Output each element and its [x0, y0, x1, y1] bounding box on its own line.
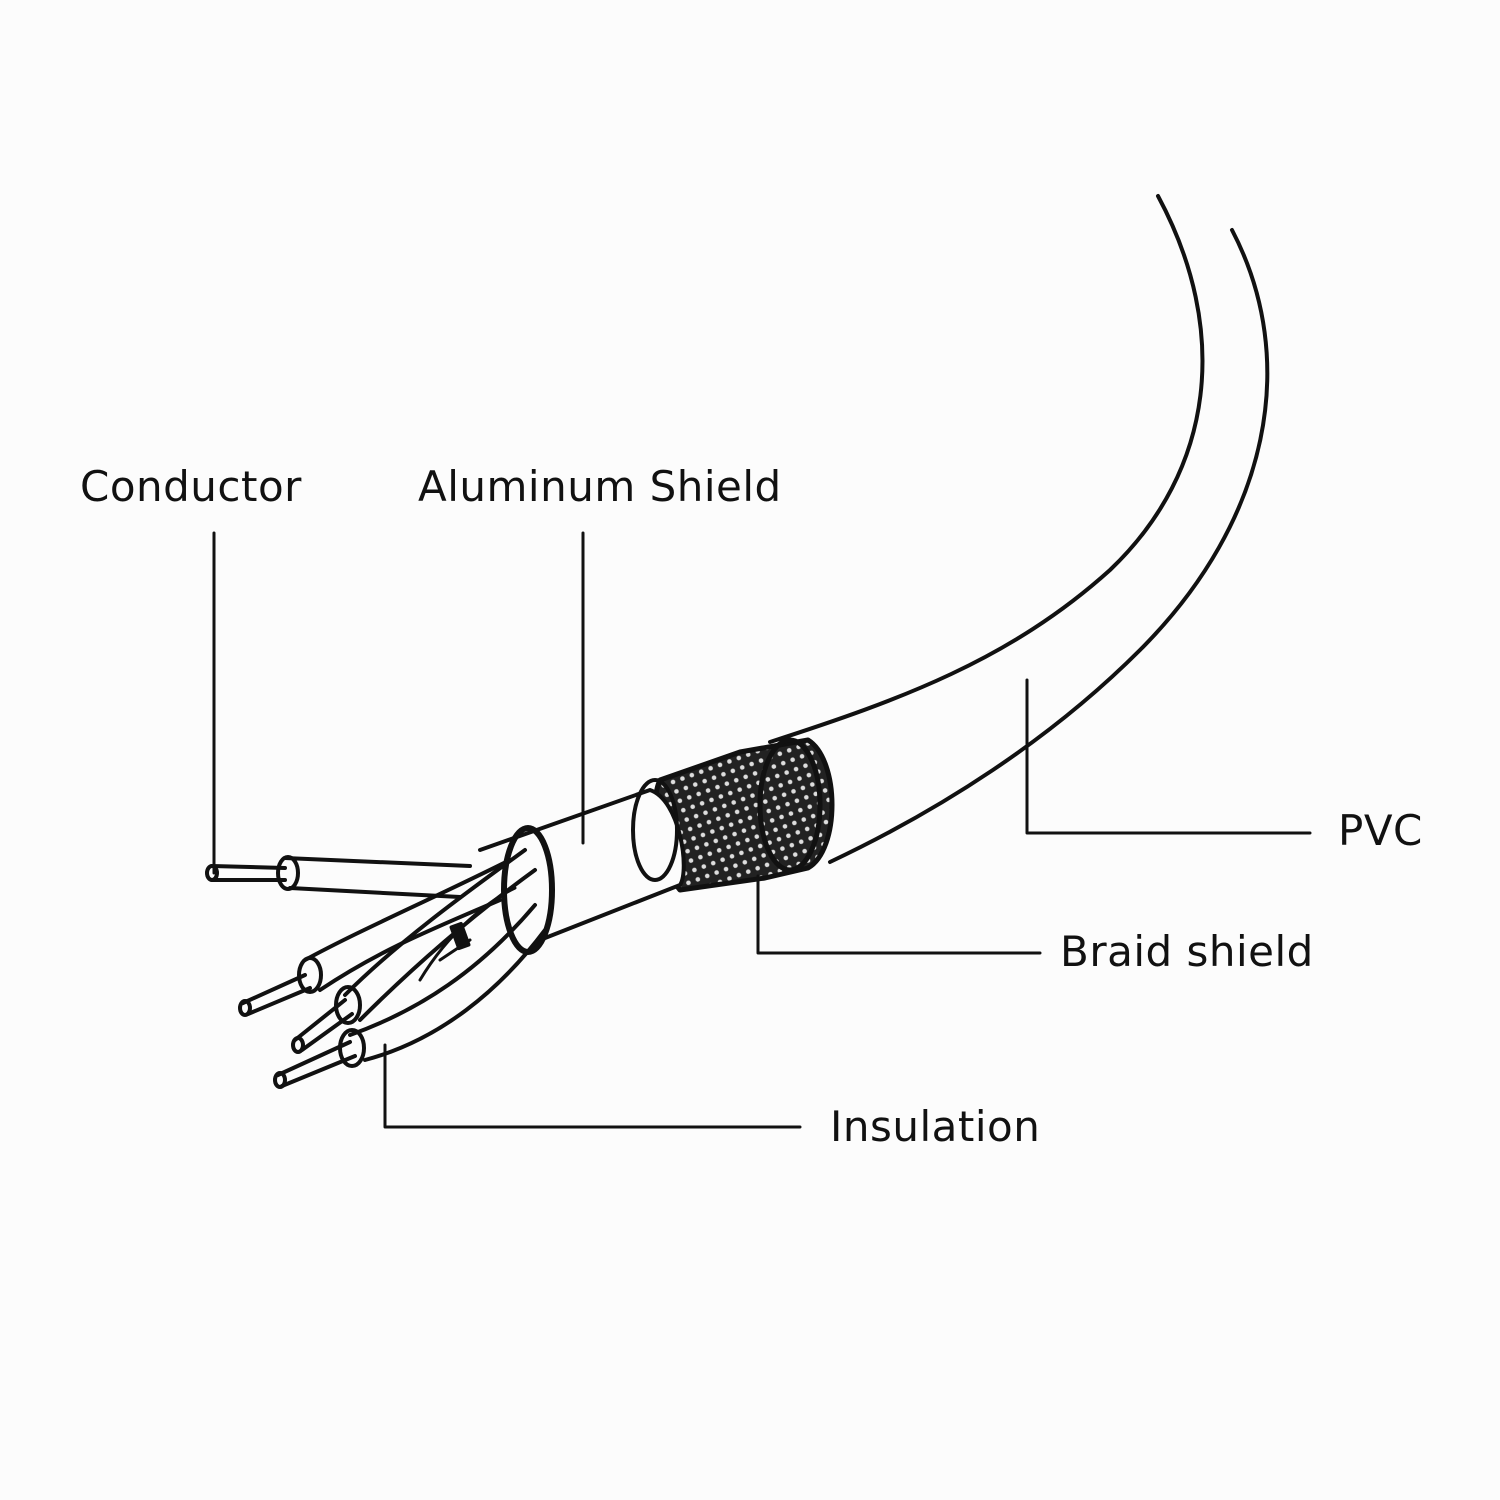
pvc-jacket-top-edge — [768, 194, 1205, 744]
inner-tube-end — [631, 778, 679, 882]
pvc-leader-line — [1025, 678, 1312, 835]
braid-shield-leader-line — [756, 874, 1042, 955]
label-insulation: Insulation — [830, 1102, 1041, 1151]
insulated-wire-2 — [343, 848, 537, 1022]
conductor-wire-insulation — [283, 856, 472, 899]
label-braid-shield: Braid shield — [1060, 927, 1314, 976]
pvc-jacket-bottom-edge — [828, 228, 1270, 864]
insulated-wire-1 — [303, 858, 512, 992]
label-pvc: PVC — [1338, 806, 1423, 855]
label-conductor: Conductor — [80, 462, 302, 511]
insulation-leader-line — [383, 1043, 802, 1129]
pvc-jacket-end — [757, 737, 823, 873]
insulated-wire-3 — [348, 903, 547, 1062]
label-aluminum-shield: Aluminum Shield — [418, 462, 782, 511]
